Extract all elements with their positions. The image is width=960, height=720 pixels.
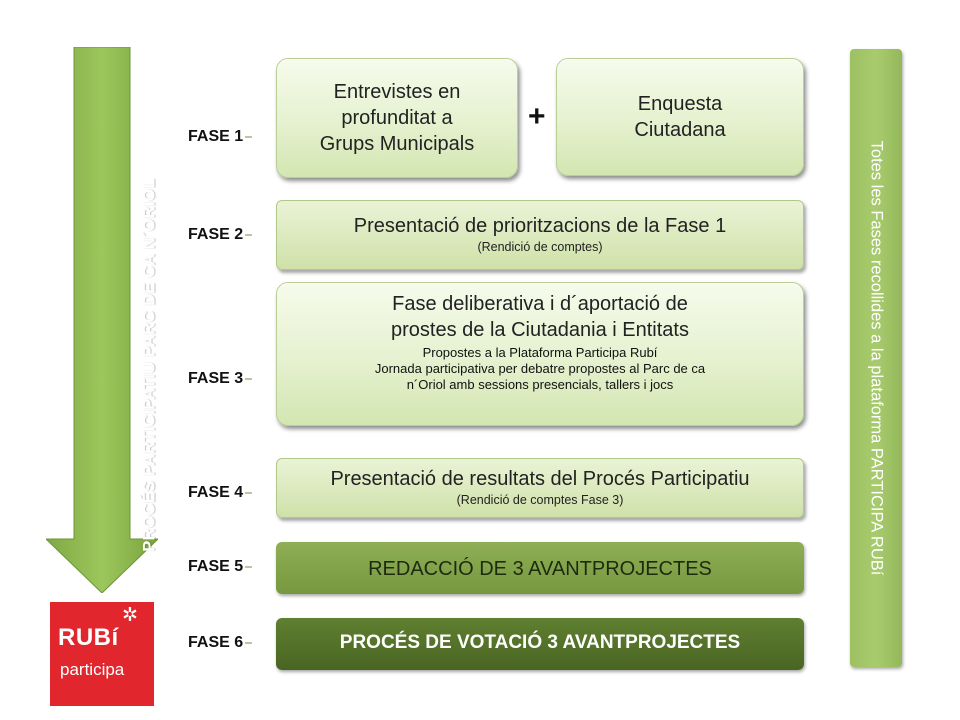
- box-line: Entrevistes en: [333, 81, 461, 103]
- phase-label-5: FASE 5: [188, 558, 253, 576]
- box-detail-line: Jornada participativa per debatre propos…: [374, 361, 706, 376]
- process-title: PROCÉS PARTICIPATIU PARC DE CA N´ORIOL: [140, 178, 159, 552]
- phase1-interviews-box: Entrevistes en profunditat a Grups Munic…: [276, 58, 518, 178]
- phase-label-1: FASE 1: [188, 128, 253, 146]
- rubi-participa-logo: RUBí ✲ participa: [50, 602, 154, 706]
- box-note: (Rendició de comptes): [477, 240, 603, 254]
- box-title: Presentació de resultats del Procés Part…: [330, 468, 750, 490]
- box-line: Grups Municipals: [319, 133, 475, 155]
- platform-bar: Totes les Fases recollides a la platafor…: [850, 49, 902, 667]
- box-title-line: prostes de la Ciutadania i Entitats: [391, 319, 689, 341]
- phase4-box: Presentació de resultats del Procés Part…: [276, 458, 804, 518]
- star-icon: ✲: [122, 604, 138, 626]
- box-line: Ciutadana: [634, 119, 726, 141]
- phase-label-4: FASE 4: [188, 484, 253, 502]
- phase1-survey-box: Enquesta Ciutadana: [556, 58, 804, 176]
- process-arrow: PROCÉS PARTICIPATIU PARC DE CA N´ORIOL: [46, 47, 159, 593]
- plus-sign: +: [528, 100, 546, 133]
- phase5-box: REDACCIÓ DE 3 AVANTPROJECTES: [276, 542, 804, 594]
- phase3-box: Fase deliberativa i d´aportació de prost…: [276, 282, 804, 426]
- phase2-box: Presentació de prioritzacions de la Fase…: [276, 200, 804, 270]
- box-title: Presentació de prioritzacions de la Fase…: [353, 215, 727, 237]
- phase-label-3: FASE 3: [188, 370, 253, 388]
- box-title-line: Fase deliberativa i d´aportació de: [392, 293, 688, 315]
- down-arrow-icon: [46, 47, 158, 593]
- phase-label-6: FASE 6: [188, 634, 253, 652]
- box-detail-line: n´Oriol amb sessions presencials, taller…: [406, 377, 674, 392]
- box-note: (Rendició de comptes Fase 3): [456, 493, 624, 507]
- phase6-box: PROCÉS DE VOTACIÓ 3 AVANTPROJECTES: [276, 618, 804, 670]
- box-title: REDACCIÓ DE 3 AVANTPROJECTES: [368, 558, 712, 580]
- box-detail-line: Propostes a la Plataforma Participa Rubí: [422, 345, 658, 360]
- box-line: Enquesta: [637, 93, 723, 115]
- phase-label-2: FASE 2: [188, 226, 253, 244]
- box-title: PROCÉS DE VOTACIÓ 3 AVANTPROJECTES: [339, 632, 741, 653]
- logo-title: RUBí: [58, 624, 119, 651]
- logo-subtitle: participa: [60, 660, 125, 679]
- box-line: profunditat a: [341, 107, 453, 129]
- platform-bar-label: Totes les Fases recollides a la platafor…: [867, 140, 886, 576]
